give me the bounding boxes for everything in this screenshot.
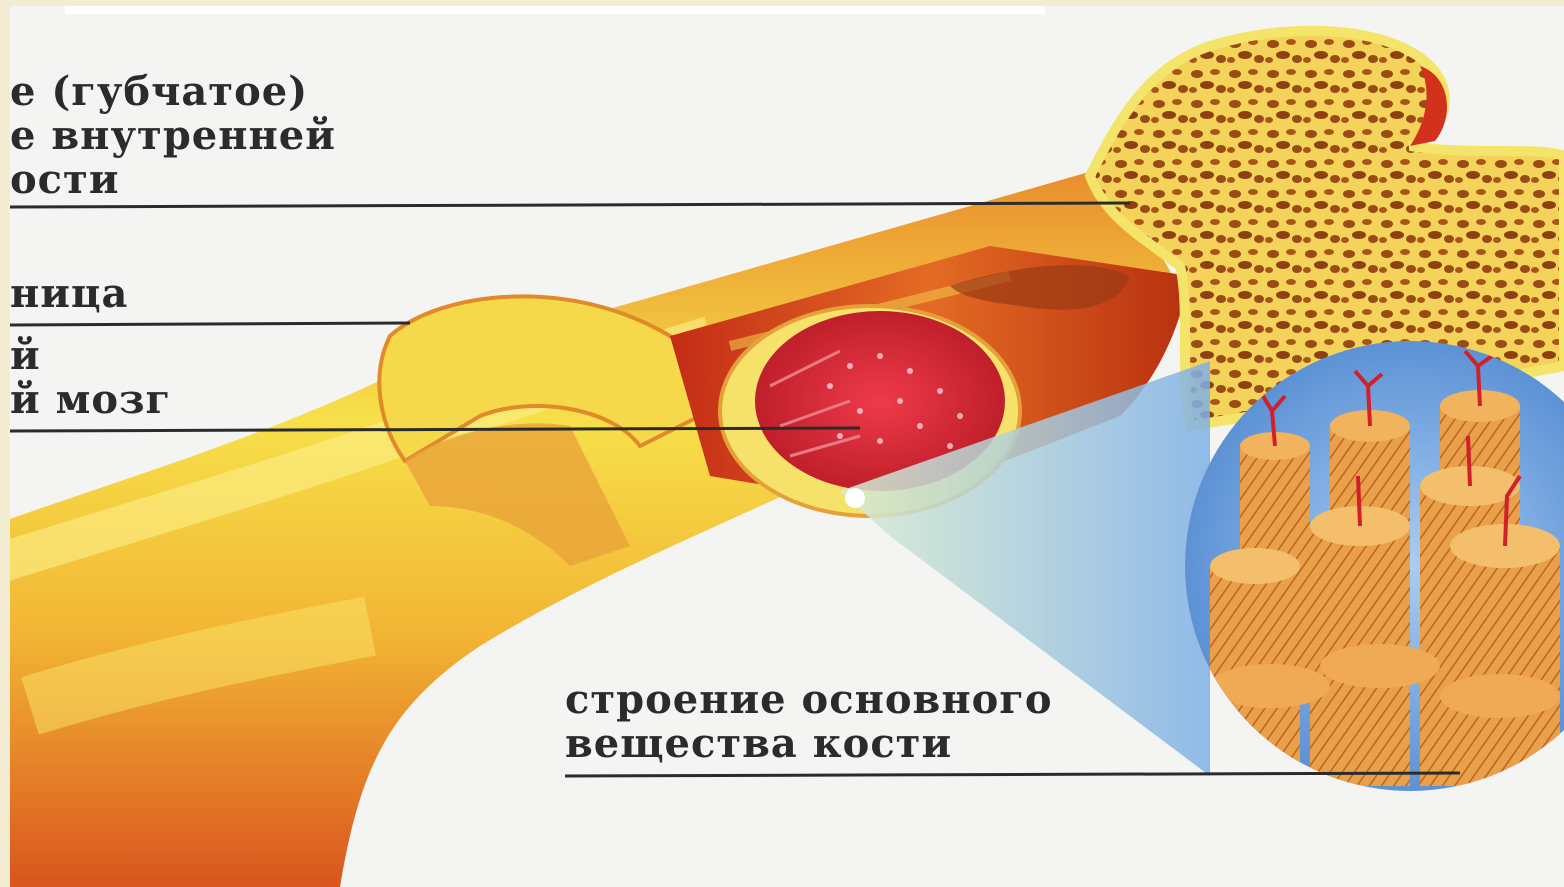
label-spongy-line1: е (губчатое) <box>10 70 308 114</box>
label-marrow-line2: й мозг <box>10 378 171 422</box>
leader-line-structure <box>565 773 1460 776</box>
textbook-page: е (губчатое) е внутренней ости ница й й … <box>10 6 1564 887</box>
osteon-cylinders <box>1210 390 1560 786</box>
label-periosteum: ница <box>10 272 128 316</box>
label-marrow-line1: й <box>10 334 41 378</box>
label-structure-line2: вещества кости <box>565 722 952 766</box>
leader-line-spongy <box>10 203 1130 207</box>
label-spongy-line2: е внутренней <box>10 114 336 158</box>
magnified-point <box>845 488 865 508</box>
label-structure-line1: строение основного <box>565 678 1053 722</box>
label-spongy-line3: ости <box>10 158 120 202</box>
leader-line-periosteum <box>10 323 410 325</box>
